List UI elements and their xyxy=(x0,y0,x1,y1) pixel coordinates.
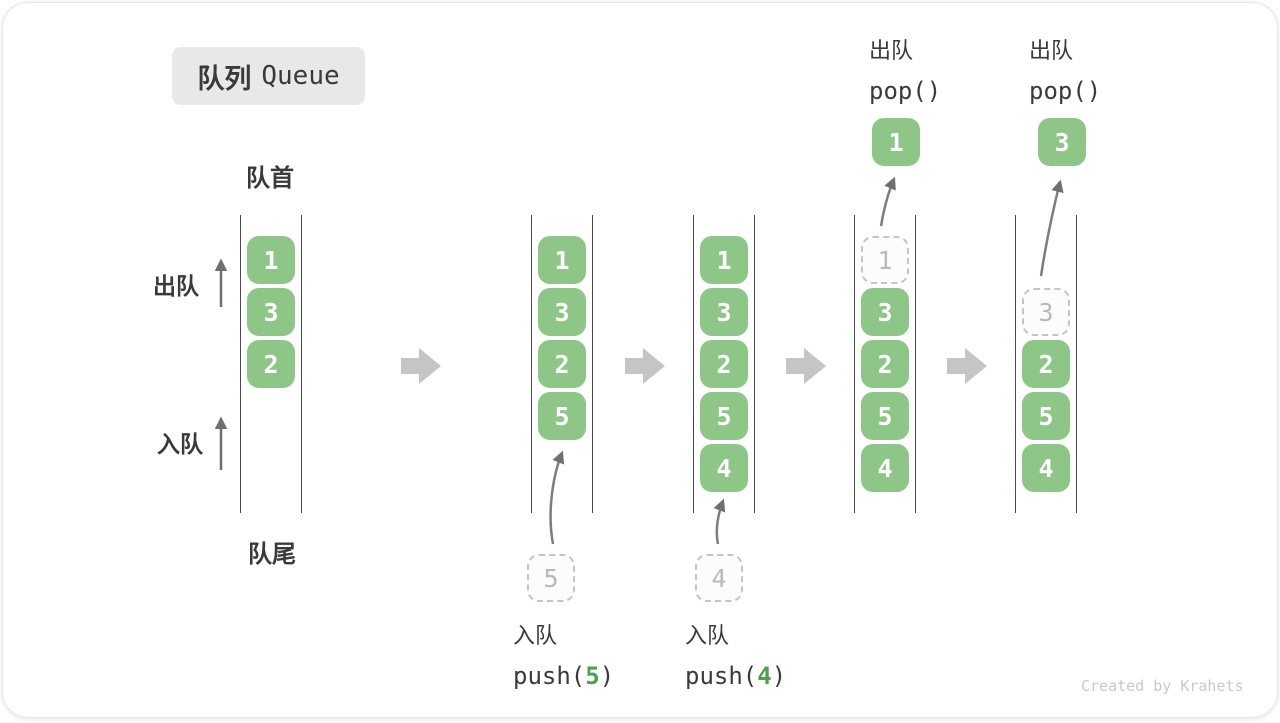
label-dequeue-direction: 出队 xyxy=(153,273,199,299)
queue-item: 5 xyxy=(861,392,909,440)
queue-item-removed: 3 xyxy=(1022,288,1070,336)
queue-state-2: 1 3 2 5 xyxy=(531,215,593,513)
title-zh: 队列 xyxy=(197,63,252,94)
queue-item: 1 xyxy=(700,236,748,284)
title-en: Queue xyxy=(261,61,340,91)
popped-value: 3 xyxy=(1038,118,1086,166)
queue-item: 2 xyxy=(700,340,748,388)
queue-item: 2 xyxy=(247,340,295,388)
dequeue-op-caption: 出队 pop() xyxy=(1029,33,1101,105)
queue-item: 5 xyxy=(538,392,586,440)
state-transition-arrow-icon xyxy=(786,348,826,384)
popped-value: 1 xyxy=(872,118,920,166)
queue-item: 2 xyxy=(1022,340,1070,388)
queue-item: 3 xyxy=(861,288,909,336)
queue-item: 1 xyxy=(247,236,295,284)
pending-enqueue-value: 4 xyxy=(695,554,743,602)
queue-item: 1 xyxy=(538,236,586,284)
queue-item: 3 xyxy=(538,288,586,336)
queue-item: 2 xyxy=(538,340,586,388)
dequeue-op-code: pop() xyxy=(1029,77,1102,105)
queue-item: 4 xyxy=(1022,444,1070,492)
queue-state-3: 1 3 2 5 4 xyxy=(693,215,755,513)
enqueue-op-label: 入队 xyxy=(685,623,730,648)
queue-item: 5 xyxy=(700,392,748,440)
title-badge: 队列 Queue xyxy=(172,47,365,105)
queue-item: 2 xyxy=(861,340,909,388)
queue-state-5: 3 2 5 4 xyxy=(1015,215,1077,513)
dequeue-op-label: 出队 xyxy=(869,38,914,63)
enqueue-op-code: push(5) xyxy=(513,662,615,690)
enqueue-op-label: 入队 xyxy=(513,623,558,648)
enqueue-op-caption: 入队 push(4) xyxy=(685,618,786,690)
queue-state-1: 1 3 2 xyxy=(240,215,302,513)
label-queue-front: 队首 xyxy=(246,165,294,192)
queue-item: 3 xyxy=(247,288,295,336)
queue-item: 4 xyxy=(700,444,748,492)
dequeue-op-code: pop() xyxy=(869,77,942,105)
enqueue-op-code: push(4) xyxy=(685,662,787,690)
enqueue-op-arg: 4 xyxy=(757,662,772,690)
queue-item: 4 xyxy=(861,444,909,492)
enqueue-op-caption: 入队 push(5) xyxy=(513,618,614,690)
queue-item: 3 xyxy=(700,288,748,336)
state-transition-arrow-icon xyxy=(947,348,987,384)
label-enqueue-direction: 入队 xyxy=(157,431,203,457)
queue-item: 5 xyxy=(1022,392,1070,440)
label-queue-rear: 队尾 xyxy=(248,541,296,568)
enqueue-op-arg: 5 xyxy=(585,662,600,690)
state-transition-arrow-icon xyxy=(401,348,441,384)
dequeue-op-caption: 出队 pop() xyxy=(869,33,941,105)
watermark: Created by Krahets xyxy=(1081,677,1244,695)
queue-item-removed: 1 xyxy=(861,236,909,284)
pending-enqueue-value: 5 xyxy=(527,554,575,602)
queue-state-4: 1 3 2 5 4 xyxy=(854,215,916,513)
state-transition-arrow-icon xyxy=(625,348,665,384)
dequeue-op-label: 出队 xyxy=(1029,38,1074,63)
